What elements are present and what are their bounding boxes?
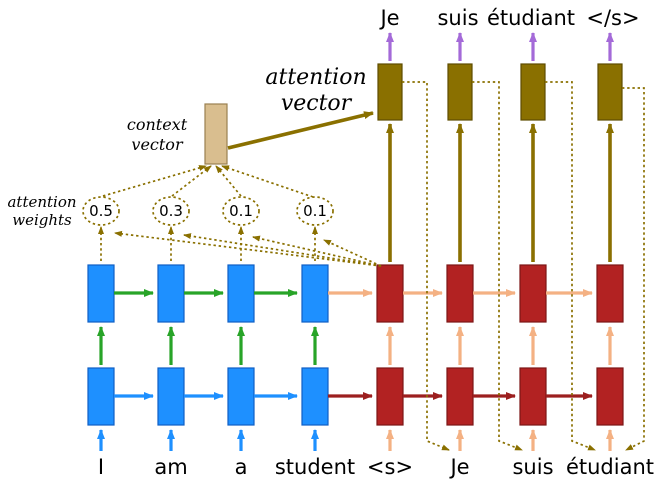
- input-word: student: [275, 455, 355, 479]
- attention-weight-value: 0.1: [303, 202, 327, 220]
- output-word: étudiant: [487, 6, 575, 30]
- weight-to-context-dotted-line: [102, 165, 207, 197]
- attention-vector-label: attention: [265, 65, 366, 90]
- encoder-cell: [227, 367, 255, 426]
- input-word: I: [98, 455, 104, 479]
- attention-weight-node: [296, 196, 334, 226]
- encoder-cell: [301, 367, 329, 426]
- attention-vector-box: [447, 63, 473, 121]
- output-word: suis: [437, 6, 478, 30]
- attention-weight-value: 0.1: [229, 202, 253, 220]
- decoder-cell: [519, 367, 547, 426]
- input-word: am: [154, 455, 187, 479]
- weight-to-context-dotted-line: [221, 165, 314, 198]
- attention-vector-box: [377, 63, 403, 121]
- input-word: suis: [512, 455, 553, 479]
- input-word: <s>: [367, 455, 413, 479]
- context-vector-label: vector: [131, 135, 184, 154]
- attention-weights-label: weights: [12, 211, 72, 229]
- attention-weight-node: [82, 196, 120, 226]
- encoder-cell: [157, 264, 185, 323]
- encoder-cell: [227, 264, 255, 323]
- decoder-cell: [376, 367, 404, 426]
- input-word: étudiant: [566, 455, 654, 479]
- context-vector-box: [204, 103, 228, 165]
- decoder-cell: [596, 264, 624, 323]
- input-word: a: [235, 455, 248, 479]
- encoder-cell: [301, 264, 329, 323]
- score-dotted-line: [183, 233, 382, 267]
- attention-weights-label: attention: [7, 193, 76, 211]
- attention-weight-value: 0.5: [89, 202, 113, 220]
- encoder-cell: [87, 264, 115, 323]
- score-dotted-line: [323, 239, 382, 267]
- attention-feedback-dotted-line: [622, 87, 645, 451]
- output-word: </s>: [586, 6, 639, 30]
- attention-weight-node: [222, 196, 260, 226]
- attention-weight-node: [152, 196, 190, 226]
- decoder-cell: [446, 264, 474, 323]
- decoder-cell: [446, 367, 474, 426]
- input-word: Je: [448, 455, 469, 479]
- score-dotted-line: [114, 230, 382, 267]
- decoder-cell: [596, 367, 624, 426]
- attention-vector-label: vector: [281, 91, 353, 116]
- decoder-cell: [519, 264, 547, 323]
- context-to-attention-arrow: [227, 111, 374, 150]
- decoder-cell: [376, 264, 404, 323]
- weight-to-context-dotted-line: [171, 165, 212, 197]
- attention-vector-box: [597, 63, 623, 121]
- weight-to-context-dotted-line: [215, 165, 242, 197]
- attention-weight-value: 0.3: [159, 202, 183, 220]
- attention-feedback-dotted-line: [402, 81, 450, 451]
- encoder-cell: [157, 367, 185, 426]
- context-vector-label: context: [127, 115, 188, 134]
- attention-vector-box: [520, 63, 546, 121]
- score-dotted-line: [252, 235, 382, 267]
- encoder-cell: [87, 367, 115, 426]
- output-word: Je: [378, 6, 399, 30]
